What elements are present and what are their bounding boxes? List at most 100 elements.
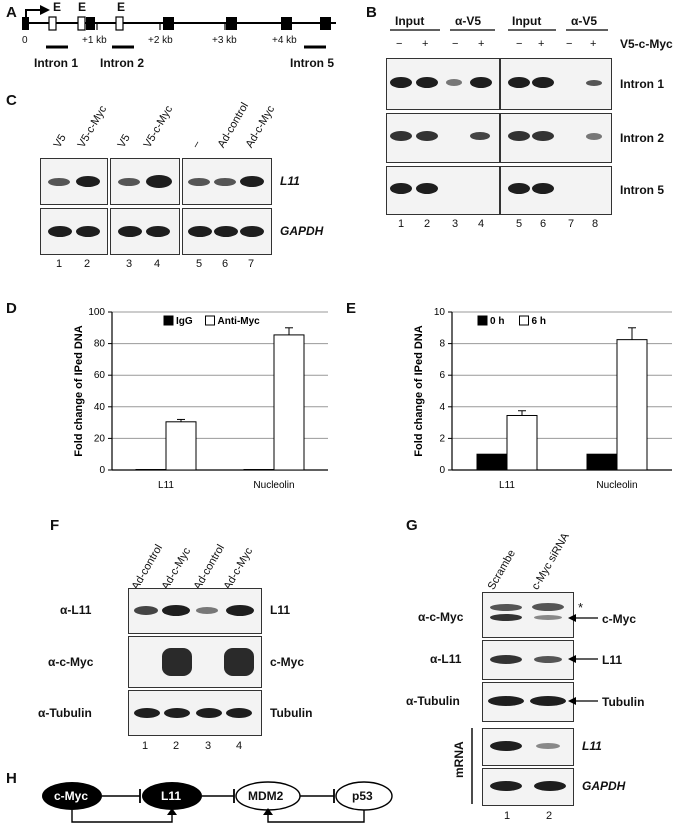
lane-number: 2: [546, 810, 553, 822]
blot-band: [490, 614, 522, 621]
pathway-node-c-myc: c-Myc: [54, 789, 89, 803]
gel-band: [470, 77, 492, 88]
lane-header: V5-c-Myc: [141, 103, 176, 150]
kb-label: +2 kb: [148, 35, 173, 46]
lane-number: 5: [516, 218, 523, 230]
gel-band: [48, 226, 72, 237]
bar: [476, 453, 508, 471]
gel-band: [586, 133, 602, 140]
x-tick-label: Nucleolin: [253, 480, 294, 491]
bar: [506, 414, 538, 471]
blot-band: [226, 708, 252, 718]
pathway-node-mdm2: MDM2: [248, 789, 284, 803]
panel-label-e: E: [346, 300, 357, 317]
y-tick-label: 0: [439, 465, 445, 476]
gel-band: [146, 175, 172, 188]
gel-band: [240, 176, 264, 187]
blot-band: [534, 656, 562, 663]
blot-band: [196, 607, 218, 614]
y-tick-label: 20: [94, 433, 106, 444]
chip-row-label: Intron 1: [620, 77, 664, 91]
legend-swatch: [477, 315, 488, 326]
y-axis-label: Fold change of IPed DNA: [413, 325, 425, 456]
gel-band: [490, 741, 522, 751]
lane-number: 6: [222, 258, 229, 270]
protein-label: L11: [270, 603, 291, 617]
gel-band: [188, 226, 212, 237]
lane-header: Ad-c-Myc: [159, 545, 194, 592]
legend-swatch: [163, 315, 174, 326]
gel-band: [446, 79, 462, 86]
group-header-v5: α-V5: [455, 14, 482, 28]
gel-band: [188, 178, 210, 186]
lane-number: 1: [398, 218, 405, 230]
lane-header: V5: [115, 132, 133, 150]
lane-number: 3: [205, 740, 212, 752]
blot-band: [134, 606, 158, 615]
lane-header: Scrambe: [485, 547, 519, 592]
lane-number: 1: [56, 258, 63, 270]
protein-label: L11: [602, 653, 623, 667]
panel-label-a: A: [6, 4, 17, 21]
mrna-label: mRNA: [452, 741, 466, 778]
lane-number: 7: [568, 218, 575, 230]
y-axis-label: Fold change of IPed DNA: [73, 325, 85, 456]
x-tick-label: L11: [499, 480, 515, 491]
lane-number: 7: [248, 258, 255, 270]
legend-label: 6 h: [532, 316, 546, 327]
antibody-label: α-L11: [430, 652, 462, 666]
intron-label: Intron 2: [100, 56, 144, 70]
protein-label: c-Myc: [602, 612, 637, 626]
gel-band: [490, 781, 522, 791]
blot-band: [488, 696, 524, 706]
group-header-input: Input: [512, 14, 542, 28]
pathway-node-l11: L11: [161, 789, 182, 803]
antibody-label: α-Tubulin: [38, 706, 92, 720]
legend-label: 0 h: [490, 316, 504, 327]
treatment-sign: +: [478, 38, 485, 50]
lane-number: 4: [236, 740, 243, 752]
treatment-sign: −: [452, 38, 459, 50]
y-tick-label: 6: [439, 370, 445, 381]
lane-number: 2: [424, 218, 431, 230]
lane-number: 5: [196, 258, 203, 270]
panel-label-b: B: [366, 4, 377, 21]
legend-swatch: [205, 315, 215, 326]
intron-label: Intron 1: [34, 56, 78, 70]
chip-row-label: Intron 2: [620, 131, 664, 145]
bar: [616, 339, 648, 471]
treatment-sign: −: [516, 38, 523, 50]
lane-header: –: [189, 138, 204, 150]
gel-band: [532, 131, 554, 141]
lane-number: 2: [84, 258, 91, 270]
y-tick-label: 40: [94, 402, 106, 413]
e-box-label: E: [78, 0, 87, 14]
gel-band: [416, 77, 438, 88]
bar: [165, 421, 197, 471]
chip-row-label: Intron 5: [620, 183, 664, 197]
blot-band: [162, 648, 192, 676]
panel-label-d: D: [6, 300, 17, 317]
treatment-sign: −: [396, 38, 403, 50]
y-tick-label: 4: [439, 402, 445, 413]
kb-label: +3 kb: [212, 35, 237, 46]
lane-number: 4: [154, 258, 161, 270]
panel-label-f: F: [50, 517, 60, 534]
lane-header: Ad-c-Myc: [221, 545, 256, 592]
e-box-label: E: [117, 0, 126, 14]
antibody-label: α-L11: [60, 603, 92, 617]
blot-band: [490, 604, 522, 611]
y-tick-label: 0: [99, 465, 105, 476]
blot-band: [196, 708, 222, 718]
lane-number: 2: [173, 740, 180, 752]
antibody-label: α-Tubulin: [406, 694, 460, 708]
treatment-label: V5-c-Myc: [620, 37, 673, 51]
protein-label: Tubulin: [270, 706, 313, 720]
gel-band: [76, 176, 100, 187]
treatment-sign: +: [538, 38, 545, 50]
blot-band: [224, 648, 254, 676]
y-tick-label: 10: [434, 307, 446, 318]
lane-number: 3: [452, 218, 459, 230]
gel-band: [508, 131, 530, 141]
group-header-v5: α-V5: [571, 14, 598, 28]
